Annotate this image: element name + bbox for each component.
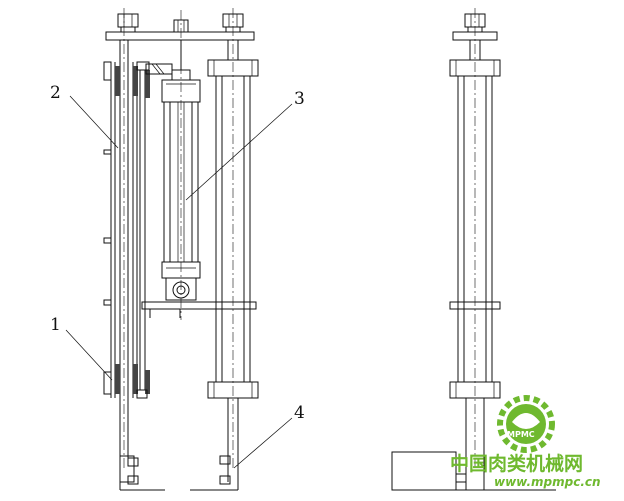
- side-middle-plate: [449, 301, 501, 310]
- left-tube-flanges: [103, 149, 112, 306]
- left-outer-tube: [110, 62, 146, 398]
- side-lower-flange: [449, 381, 501, 399]
- callout-1: 1: [50, 315, 61, 335]
- watermark-logo-text: MPMC: [507, 430, 535, 439]
- upper-bushings: [103, 61, 173, 98]
- leader-lines: [65, 95, 293, 469]
- bottom-brackets: [119, 450, 239, 491]
- watermark-url: www.mpmpc.cn: [494, 475, 601, 489]
- top-nuts: [117, 13, 244, 33]
- cylinder: [161, 10, 201, 320]
- middle-plate: [141, 301, 257, 318]
- callout-2: 2: [50, 83, 61, 103]
- callout-4: 4: [294, 403, 305, 423]
- left-guide-rod: [119, 8, 129, 470]
- watermark: MPMC 中国肉类机械网 www.mpmpc.cn: [450, 395, 601, 489]
- top-plate: [105, 31, 255, 41]
- right-column: [207, 8, 259, 470]
- watermark-logo-icon: MPMC: [497, 395, 555, 453]
- side-base-block: [391, 451, 457, 491]
- callout-3: 3: [294, 89, 305, 109]
- watermark-site-name: 中国肉类机械网: [450, 452, 583, 475]
- front-view: 1 2 3 4: [50, 8, 305, 491]
- side-upper-flange: [449, 59, 501, 77]
- lower-bushings: [103, 364, 150, 399]
- side-view: [391, 8, 556, 491]
